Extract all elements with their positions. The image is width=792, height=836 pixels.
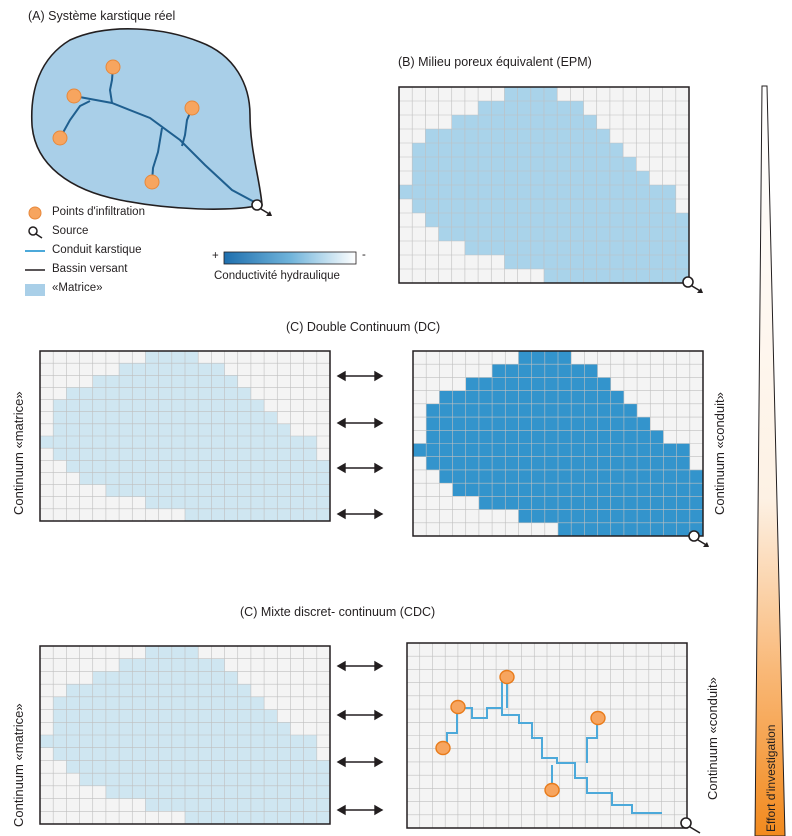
epm-grid — [398, 86, 690, 284]
panel-a-title: (A) Système karstique réel — [28, 9, 176, 23]
matrix-swatch-icon — [25, 284, 45, 296]
legend-icons — [25, 206, 45, 296]
source-icon — [28, 226, 43, 239]
legend-item-label: Points d'infiltration — [52, 206, 145, 218]
conduit-continuum-label: Continuum «conduit» — [705, 677, 720, 800]
exchange-arrows — [336, 370, 384, 520]
panel-c1-title: (C) Double Continuum (DC) — [286, 320, 441, 334]
infiltration-point-icon — [28, 206, 42, 220]
matrix-continuum-grid — [39, 350, 331, 522]
matrix-continuum-grid — [39, 645, 331, 825]
legend-item-label: «Matrice» — [52, 282, 103, 294]
legend-item-label: Bassin versant — [52, 263, 128, 275]
investigation-effort-wedge — [754, 85, 786, 836]
source-icon — [251, 199, 272, 216]
legend-item-label: Source — [52, 225, 89, 237]
infiltration-points — [52, 59, 200, 190]
exchange-arrows — [336, 660, 384, 816]
panel-c2-title: (C) Mixte discret- continuum (CDC) — [240, 605, 436, 619]
colorbar-plus: + — [212, 250, 219, 262]
legend-item-label: Conduit karstique — [52, 244, 142, 256]
conduit-continuum-grid — [412, 350, 704, 537]
matrix-continuum-label: Continuum «matrice» — [11, 391, 26, 515]
effort-label: Effort d'investigation — [764, 724, 778, 832]
discrete-conduit-grid — [406, 642, 688, 829]
source-icon — [682, 276, 703, 293]
colorbar-minus: - — [362, 249, 366, 261]
conduit-continuum-label: Continuum «conduit» — [712, 392, 727, 515]
source-icon — [688, 530, 709, 547]
conductivity-colorbar — [223, 251, 357, 265]
panel-b-title: (B) Milieu poreux équivalent (EPM) — [398, 55, 592, 69]
karst-system-map — [30, 28, 272, 216]
colorbar-label: Conductivité hydraulique — [214, 270, 340, 282]
matrix-continuum-label: Continuum «matrice» — [11, 703, 26, 827]
source-icon — [680, 817, 701, 834]
